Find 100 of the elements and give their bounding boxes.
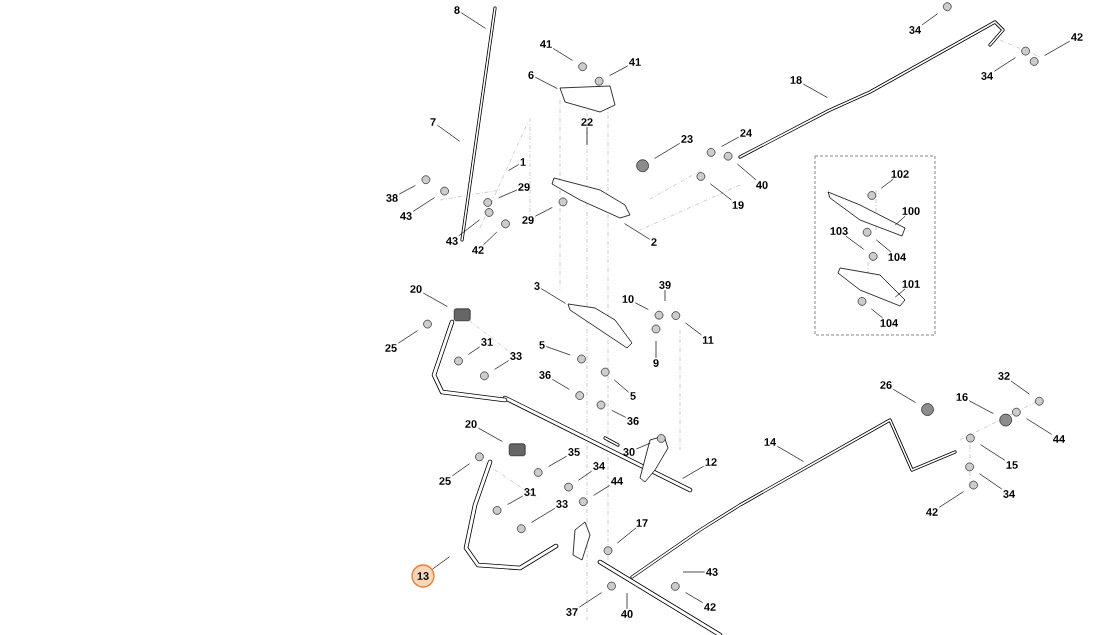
leader-line <box>1010 380 1030 395</box>
callout-number: 7 <box>430 118 436 126</box>
leader-line <box>534 76 558 89</box>
leader-line <box>993 57 1016 72</box>
leader-line <box>635 442 651 450</box>
callout-number: 16 <box>956 393 968 401</box>
leader-line <box>578 470 593 481</box>
leader-line <box>578 592 602 608</box>
leader-line <box>422 292 448 307</box>
leader-line <box>776 445 804 462</box>
callout-number: 34 <box>1003 490 1016 498</box>
leader-line <box>498 189 518 199</box>
leader-line <box>921 13 938 26</box>
leader-line <box>494 360 510 370</box>
callout-number: 100 <box>902 207 920 215</box>
leader-line <box>881 178 894 189</box>
callout-number: 31 <box>481 338 493 346</box>
callout-number: 14 <box>764 438 777 446</box>
callout-number: 42 <box>472 246 484 254</box>
callout-number: 103 <box>830 227 848 235</box>
callout-number: 42 <box>926 508 938 516</box>
callout-number: 10 <box>622 295 634 303</box>
leader-line <box>545 346 571 356</box>
leader-line <box>617 527 637 544</box>
leader-line <box>968 400 994 414</box>
callout-number: 34 <box>593 462 606 470</box>
callout-number: 6 <box>528 71 534 79</box>
callout-number: 37 <box>566 608 578 616</box>
callout-number: 102 <box>891 170 909 178</box>
leader-line <box>551 378 570 390</box>
leader-line <box>611 410 627 418</box>
callout-number: 44 <box>1053 435 1066 443</box>
leader-line <box>655 340 657 359</box>
leader-line <box>586 126 588 146</box>
callout-number: 26 <box>880 381 892 389</box>
callout-number: 44 <box>611 477 624 485</box>
leader-line <box>682 571 706 573</box>
callout-number: 18 <box>790 76 802 84</box>
callout-number: 40 <box>621 610 633 618</box>
callout-number: 32 <box>998 372 1010 380</box>
leader-line <box>894 215 906 226</box>
callout-number: 2 <box>651 238 657 246</box>
leader-line <box>436 124 460 142</box>
callout-number: 12 <box>705 458 717 466</box>
callout-number: 42 <box>1071 33 1083 41</box>
leader-line <box>892 388 916 403</box>
callout-number: 17 <box>636 519 648 527</box>
leader-line <box>721 136 740 147</box>
leader-line <box>482 231 498 246</box>
callout-number: 22 <box>581 118 593 126</box>
callout-number: 31 <box>524 488 536 496</box>
callout-number: 11 <box>702 336 714 344</box>
leader-line <box>802 83 828 98</box>
leader-line <box>624 223 651 240</box>
callout-number: 33 <box>556 500 568 508</box>
leader-line <box>685 592 704 603</box>
leader-line <box>736 163 757 181</box>
leader-line <box>397 330 418 344</box>
callout-number: 42 <box>704 603 716 611</box>
callout-number: 41 <box>540 40 552 48</box>
leader-line <box>548 455 568 467</box>
leader-line <box>875 239 892 253</box>
callout-number: 39 <box>659 281 671 289</box>
callout-number: 43 <box>446 237 458 245</box>
callout-number: 34 <box>909 26 922 34</box>
leader-line <box>979 473 1003 490</box>
leader-line <box>540 288 566 304</box>
callout-number: 33 <box>510 352 522 360</box>
leader-line <box>451 463 470 477</box>
leader-line <box>432 556 450 570</box>
leader-line <box>460 12 486 29</box>
leader-line <box>412 197 435 212</box>
leader-line <box>682 465 705 479</box>
callout-number: 1 <box>520 158 526 166</box>
callout-number: 36 <box>539 371 551 379</box>
callout-number: 20 <box>465 420 477 428</box>
callout-number: 24 <box>740 129 753 137</box>
callout-number: 43 <box>706 568 718 576</box>
callout-number: 34 <box>981 72 994 80</box>
callout-number: 104 <box>880 319 899 327</box>
leader-line <box>507 495 524 505</box>
callout-number: 35 <box>568 448 580 456</box>
leader-line <box>894 288 906 298</box>
leader-line <box>477 427 503 442</box>
callout-number: 29 <box>518 183 530 191</box>
callout-number: 30 <box>623 448 635 456</box>
leader-line <box>845 235 864 250</box>
leader-line <box>710 183 732 201</box>
leader-line <box>1044 40 1071 56</box>
callout-number: 29 <box>522 216 534 224</box>
callout-number: 38 <box>386 194 398 202</box>
leader-line <box>980 444 1006 461</box>
callout-number: 41 <box>629 58 641 66</box>
leader-line <box>664 289 666 302</box>
callout-number: 9 <box>653 359 659 367</box>
leader-line <box>398 185 416 195</box>
leader-line <box>938 491 964 508</box>
callout-number: 5 <box>630 392 636 400</box>
callout-number: 15 <box>1006 461 1018 469</box>
callout-number: 23 <box>681 135 693 143</box>
